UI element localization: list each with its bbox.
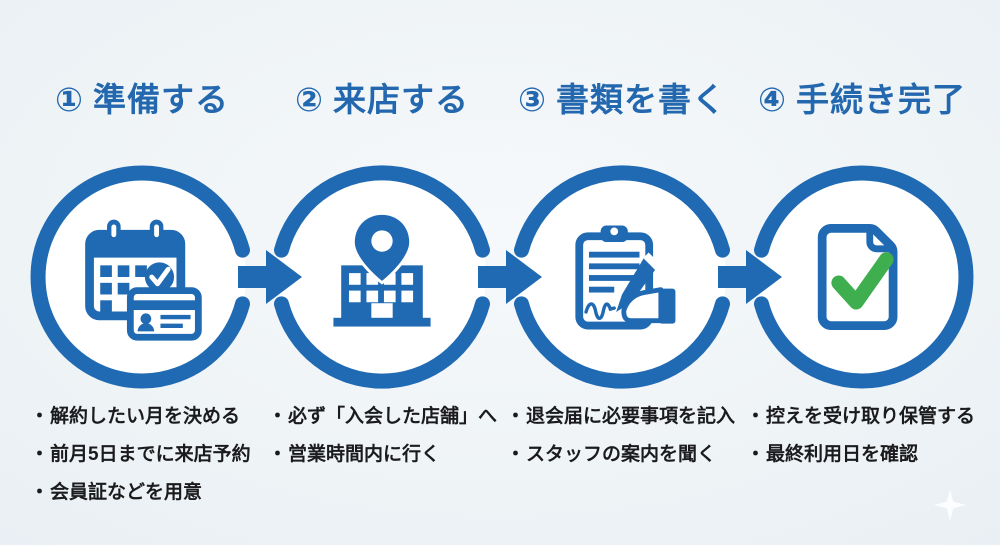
bullet-text: 会員証などを用意 bbox=[50, 482, 203, 503]
bullet-marker: ・ bbox=[506, 444, 526, 465]
bullet-text: 最終利用日を確認 bbox=[766, 444, 919, 465]
list-item: ・控えを受け取り保管する bbox=[746, 398, 982, 436]
clipboard-signing-icon bbox=[575, 225, 676, 330]
step-3-number: ③ bbox=[518, 81, 547, 118]
step-3-circle-ring-top bbox=[514, 165, 730, 258]
arrow-step2-to-step3-icon bbox=[478, 250, 542, 304]
bullet-text: 必ず「入会した店舗」へ bbox=[288, 406, 498, 427]
list-item: ・最終利用日を確認 bbox=[746, 436, 982, 474]
arrow-step3-to-step4-icon bbox=[718, 250, 782, 304]
bullet-marker: ・ bbox=[746, 444, 766, 465]
document-check-icon bbox=[817, 224, 898, 330]
bullet-marker: ・ bbox=[506, 406, 526, 427]
step-3-bullet-list: ・退会届に必要事項を記入 ・スタッフの案内を聞く bbox=[506, 398, 742, 474]
step-2-bullet-list: ・必ず「入会した店舗」へ ・営業時間内に行く bbox=[268, 398, 504, 474]
step-3-circle-ring-bottom bbox=[514, 296, 730, 389]
step-1-title-text: 準備する bbox=[92, 81, 229, 118]
step-4-circle-ring bbox=[754, 165, 974, 389]
list-item: ・営業時間内に行く bbox=[268, 436, 504, 474]
bullet-text: 控えを受け取り保管する bbox=[766, 406, 976, 427]
bullet-text: 前月5日までに来店予約 bbox=[50, 444, 251, 465]
bullet-marker: ・ bbox=[746, 406, 766, 427]
arrow-step1-to-step2-icon bbox=[238, 250, 302, 304]
bullet-text: 解約したい月を決める bbox=[50, 406, 241, 427]
step-4-title-text: 手続き完了 bbox=[795, 81, 966, 118]
bullet-marker: ・ bbox=[30, 444, 50, 465]
step-4-bullet-list: ・控えを受け取り保管する ・最終利用日を確認 bbox=[746, 398, 982, 474]
step-2-circle-ring-top bbox=[274, 165, 490, 258]
step-4-number: ④ bbox=[758, 81, 787, 118]
store-location-pin-icon bbox=[333, 211, 431, 327]
step-1-circle-ring bbox=[30, 165, 250, 389]
list-item: ・解約したい月を決める bbox=[30, 398, 266, 436]
bullet-marker: ・ bbox=[268, 406, 288, 427]
bullet-marker: ・ bbox=[268, 444, 288, 465]
list-item: ・会員証などを用意 bbox=[30, 474, 266, 512]
list-item: ・必ず「入会した店舗」へ bbox=[268, 398, 504, 436]
bullet-text: 退会届に必要事項を記入 bbox=[526, 406, 736, 427]
step-1-bullet-list: ・解約したい月を決める ・前月5日までに来店予約 ・会員証などを用意 bbox=[30, 398, 266, 512]
list-item: ・前月5日までに来店予約 bbox=[30, 436, 266, 474]
bullet-text: スタッフの案内を聞く bbox=[526, 444, 717, 465]
step-2-title-text: 来店する bbox=[332, 81, 469, 118]
list-item: ・スタッフの案内を聞く bbox=[506, 436, 742, 474]
step-2-circle-ring-bottom bbox=[274, 296, 490, 389]
calendar-and-member-card-icon bbox=[85, 219, 202, 341]
step-2-number: ② bbox=[295, 81, 324, 118]
bullet-marker: ・ bbox=[30, 406, 50, 427]
step-3-title-text: 書類を書く bbox=[555, 81, 726, 118]
bullet-text: 営業時間内に行く bbox=[288, 444, 441, 465]
bullet-marker: ・ bbox=[30, 482, 50, 503]
list-item: ・退会届に必要事項を記入 bbox=[506, 398, 742, 436]
step-1-number: ① bbox=[55, 81, 84, 118]
